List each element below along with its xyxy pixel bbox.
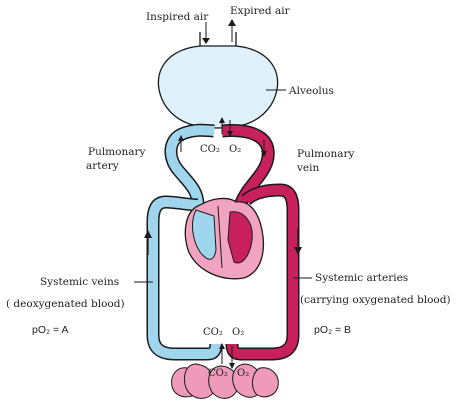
pulmonary-artery <box>171 130 214 205</box>
systemic-arteries-label: Systemic arteries <box>315 272 408 284</box>
pulmonary-artery-label-line1: Pulmonary <box>88 146 145 158</box>
systemic-veins-label: Systemic veins <box>40 276 119 288</box>
expired-air-label: Expired air <box>230 5 290 17</box>
inspired-air-label: Inspired air <box>146 11 208 23</box>
alveolus-label: Alveolus <box>289 85 334 97</box>
pulmonary-vein-label-line1: Pulmonary <box>297 148 354 160</box>
cell-o2-label: O₂ <box>237 368 249 379</box>
tissue-co2-label: CO₂ <box>203 327 223 338</box>
tissue-o2-label: O₂ <box>232 327 244 338</box>
cell-co2-label: CO₂ <box>208 368 228 379</box>
alveolus-co2-label: CO₂ <box>200 144 220 155</box>
po2-b-label: pO₂ = B <box>314 324 351 336</box>
tissue-cell <box>253 368 279 397</box>
po2-a-label: pO₂ = A <box>32 324 68 336</box>
oxygenated-blood-label: (carrying oxygenated blood) <box>300 294 451 306</box>
deoxygenated-blood-label: ( deoxygenated blood) <box>6 298 125 310</box>
expired-air-arrowhead <box>228 19 236 26</box>
pulmonary-artery-label-line2: artery <box>86 160 119 172</box>
pulmonary-vein-label-line2: vein <box>297 162 319 174</box>
alveolus-sac <box>158 46 277 128</box>
alveolus-o2-label: O₂ <box>229 144 241 155</box>
inspired-air-arrowhead <box>202 38 210 44</box>
